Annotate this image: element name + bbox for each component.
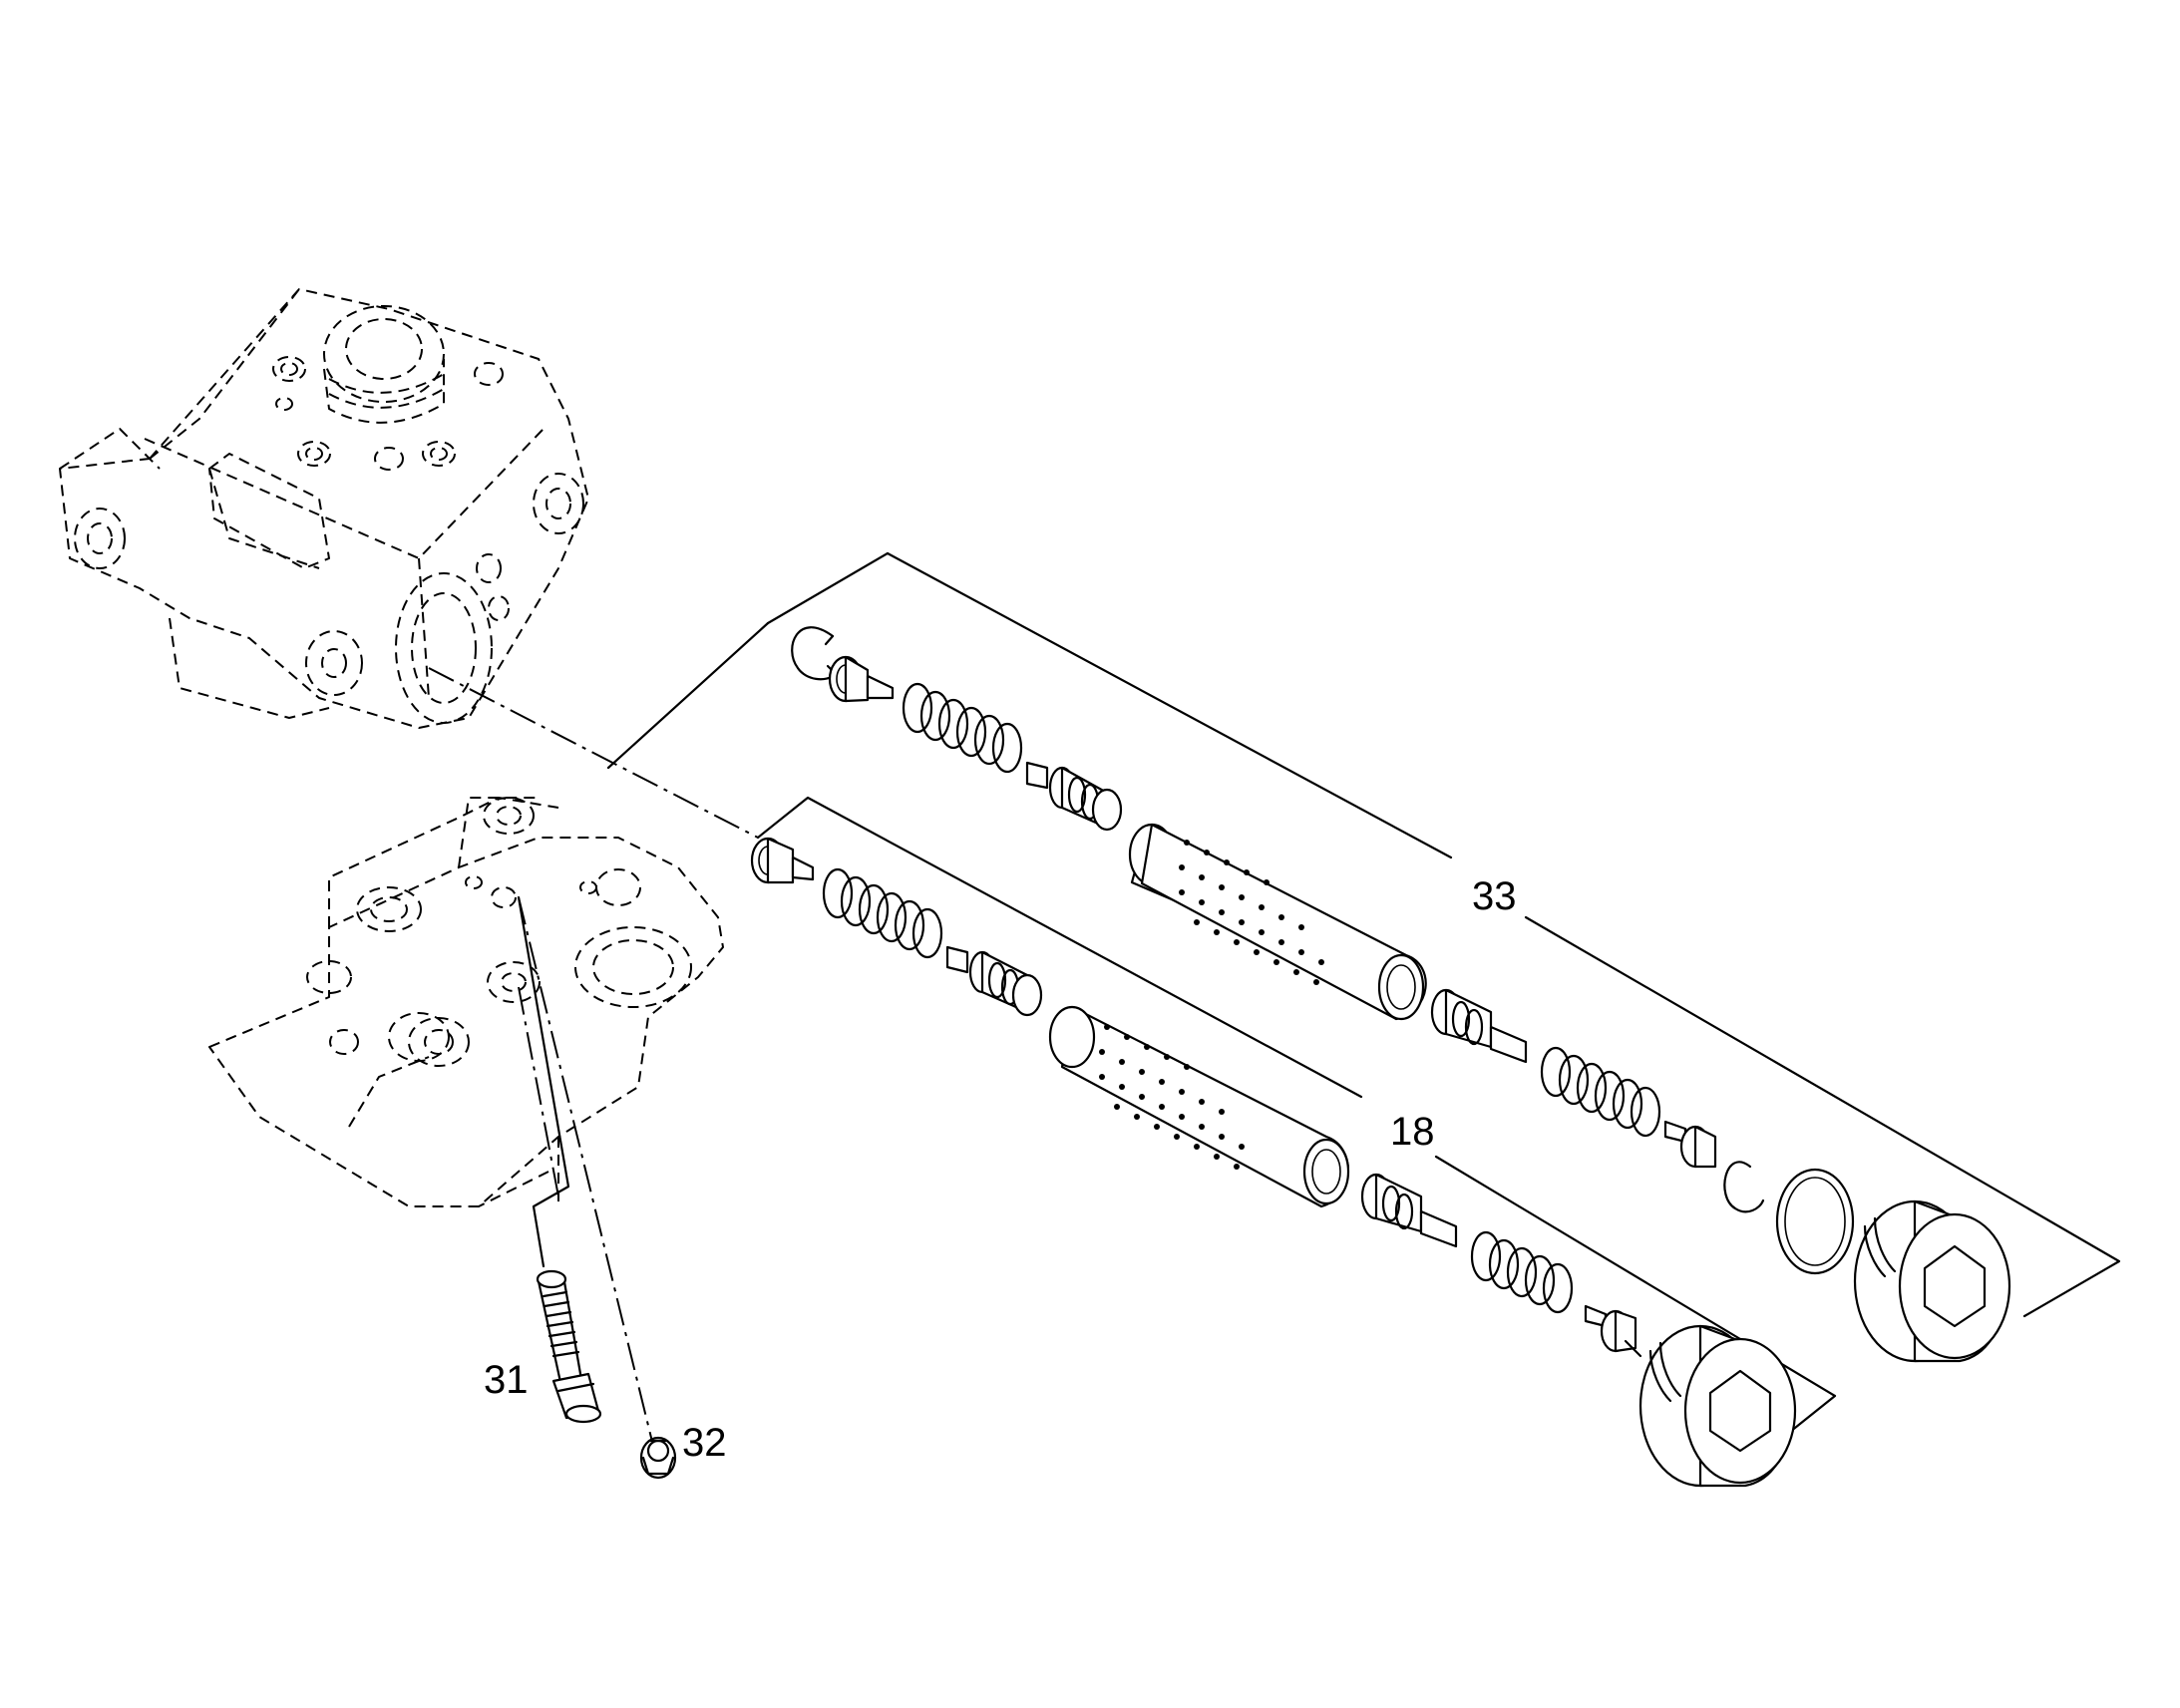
lower-spool-parts [750, 837, 1797, 1488]
screw-31 [517, 895, 602, 1424]
callout-33: 33 [1472, 874, 1517, 918]
upper-spool-parts [791, 626, 2011, 1363]
bracket-33 [606, 551, 2121, 1318]
nut-32 [639, 1436, 677, 1480]
gasket-plate-phantom [208, 797, 724, 1207]
center-lines [428, 667, 759, 1447]
callout-32: 32 [682, 1421, 727, 1465]
bracket-18 [756, 796, 1837, 1438]
valve-housing-phantom [59, 288, 589, 729]
callout-18: 18 [1390, 1110, 1435, 1154]
callout-31: 31 [484, 1358, 529, 1402]
